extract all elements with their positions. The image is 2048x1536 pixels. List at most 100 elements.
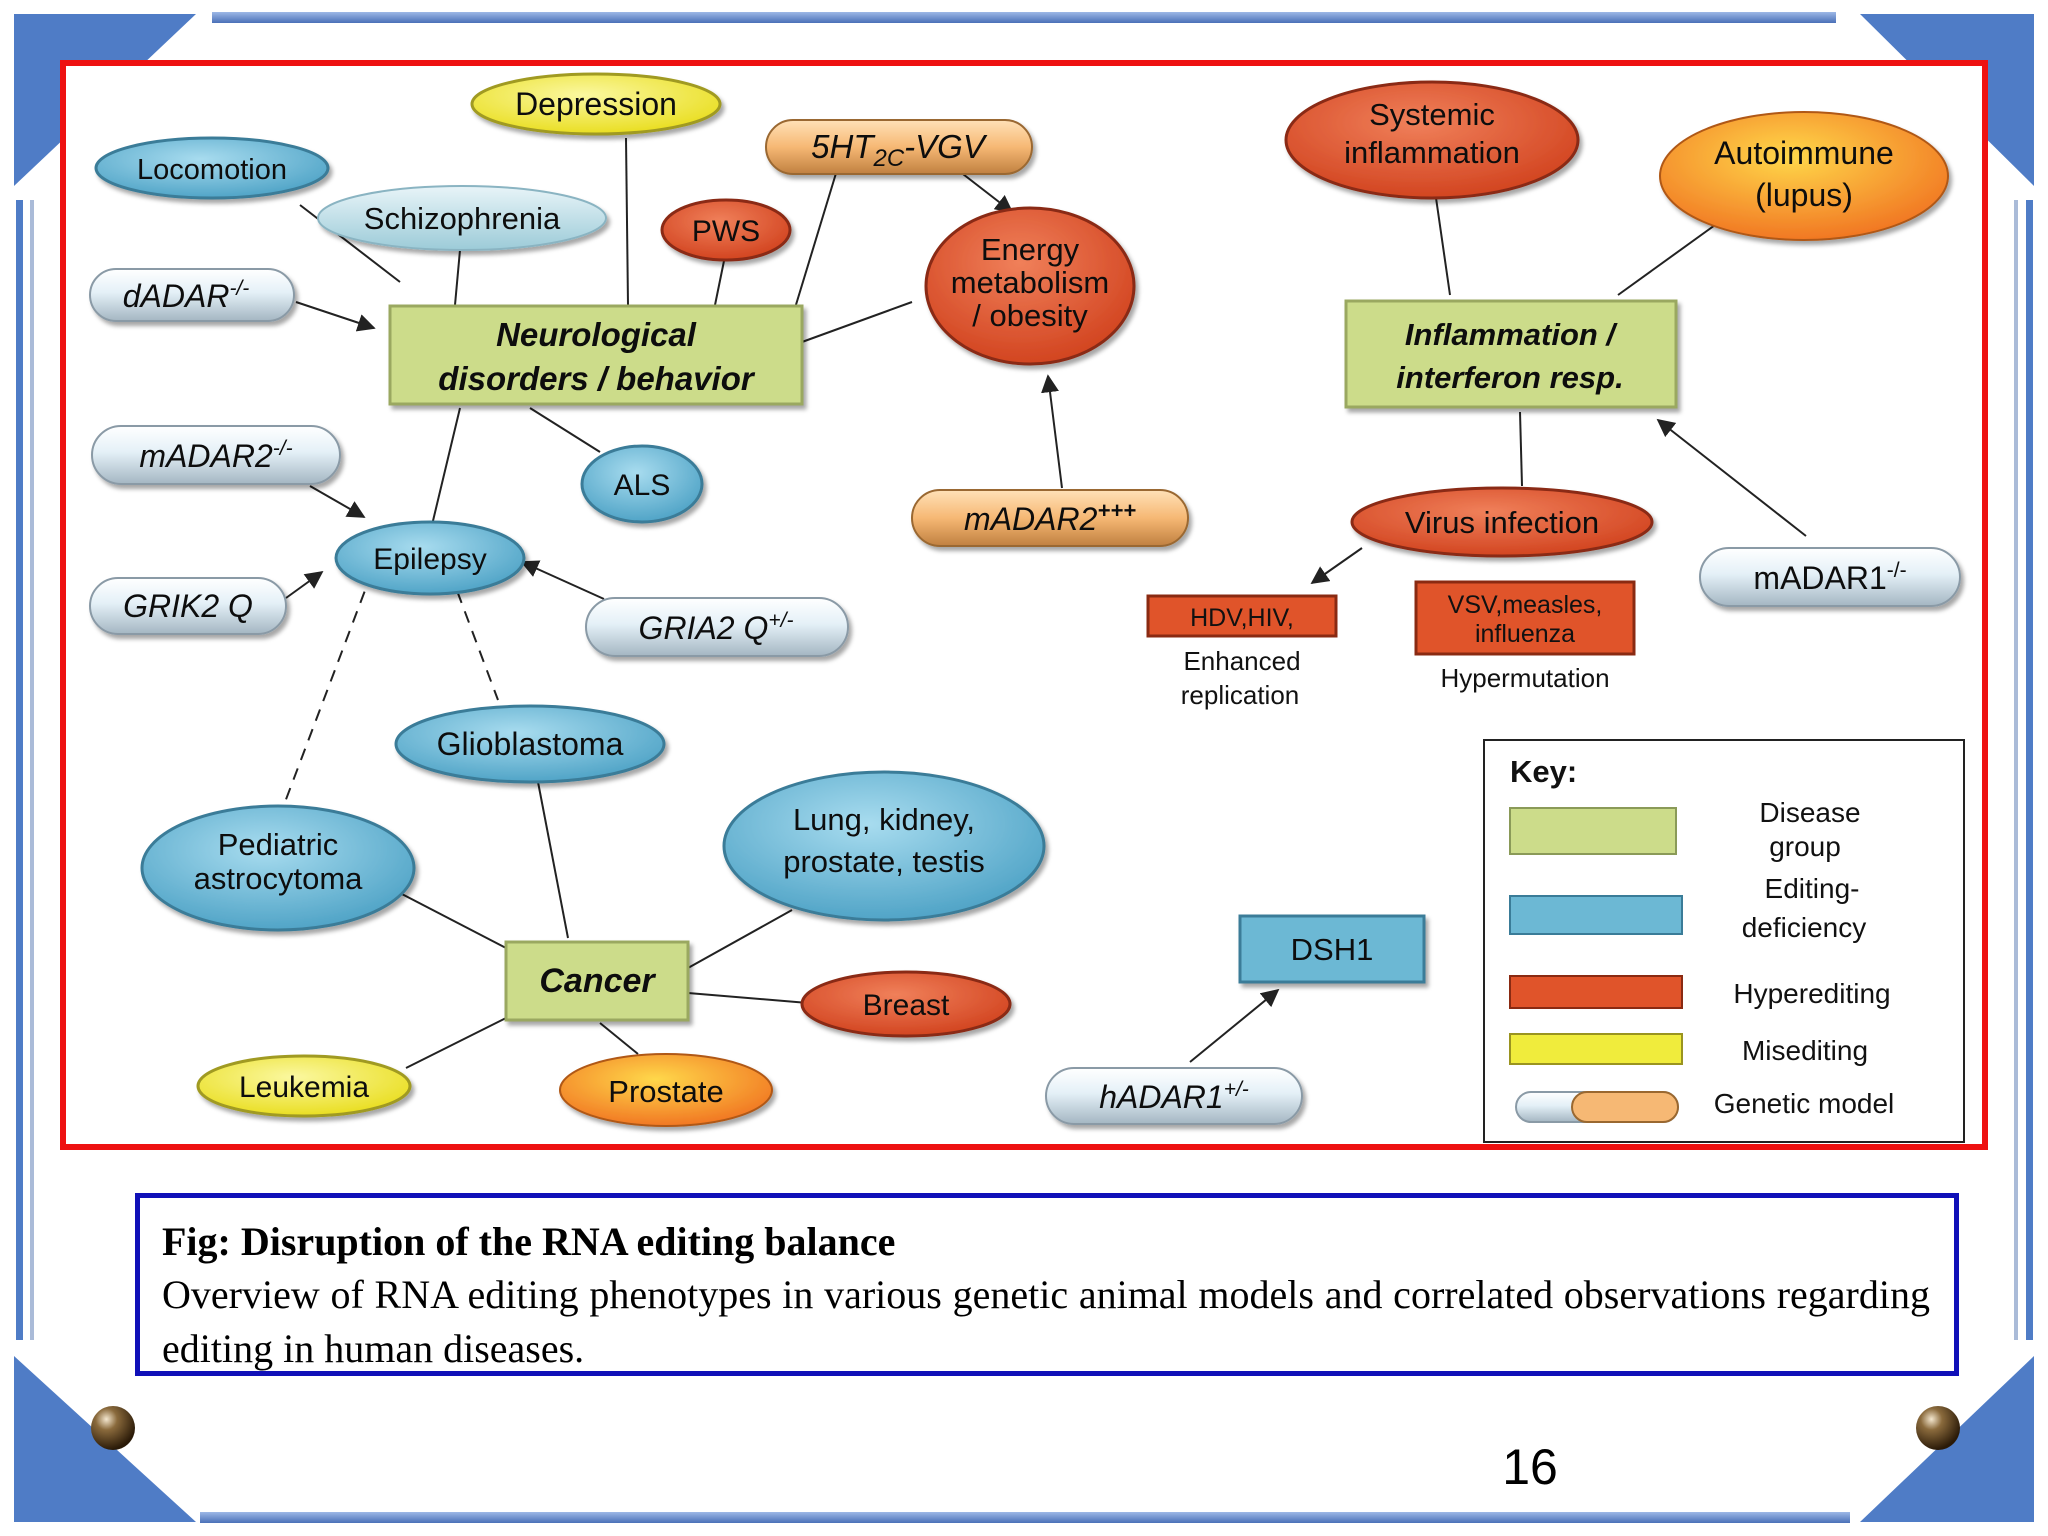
depression-label: Depression — [515, 86, 677, 122]
link-locomotion-neuro — [299, 204, 401, 283]
energy-label-3: / obesity — [972, 298, 1088, 333]
systemic-label-1: Systemic — [1369, 97, 1495, 132]
right-bar-inner — [2014, 200, 2018, 1340]
inflammation-box: Inflammation / interferon resp. — [1344, 299, 1678, 409]
schizophrenia-label: Schizophrenia — [364, 201, 561, 236]
slide-number: 16 — [1502, 1439, 1558, 1495]
depression-node: Depression — [470, 72, 722, 136]
caption-title: Fig: Disruption of the RNA editing balan… — [162, 1219, 896, 1264]
enhanced-label-2: replication — [1181, 680, 1300, 710]
epilepsy-node: Epilepsy — [334, 520, 526, 596]
key-swatch-disease — [1509, 807, 1677, 855]
locomotion-label: Locomotion — [137, 154, 287, 186]
gria2-pill: GRIA2 Q+/- — [585, 597, 849, 657]
vsv-measles-box: VSV,measles, influenza — [1414, 580, 1636, 656]
key-genetic-label: Genetic model — [1714, 1088, 1895, 1119]
left-bar — [16, 200, 23, 1340]
pws-node: PWS — [660, 198, 792, 262]
arrow-hadar1-dsh1 — [1189, 988, 1280, 1063]
pediatric-astrocytoma-node: Pediatric astrocytoma — [140, 804, 416, 932]
dsh1-box: DSH1 — [1238, 914, 1426, 984]
hadar1-pill: hADAR1+/- — [1045, 1067, 1303, 1125]
htvgv-pill: 5HT2C-VGV — [765, 119, 1033, 175]
key-swatch-editing — [1509, 895, 1683, 935]
link-autoimmune-inflam — [1617, 219, 1723, 296]
leukemia-label: Leukemia — [239, 1071, 369, 1104]
arrow-madar2ko-epilepsy — [309, 485, 366, 518]
link-cancer-prostate — [599, 1022, 639, 1055]
prostate-node: Prostate — [559, 1053, 773, 1127]
link-htvgv-neuro — [794, 169, 838, 309]
link-pws-neuro — [714, 255, 726, 306]
link-depression-neuro — [625, 137, 629, 306]
key-title: Key: — [1510, 754, 1577, 789]
madar1-pill: mADAR1-/- — [1699, 547, 1961, 607]
grik2-pill: GRIK2 Q — [89, 577, 287, 635]
left-bar-inner — [30, 200, 34, 1340]
caption-body: Overview of RNA editing phenotypes in va… — [162, 1272, 1930, 1371]
key-editing-label-1: Editing- — [1765, 873, 1860, 904]
bottom-bar — [200, 1512, 1850, 1523]
glioblastoma-node: Glioblastoma — [394, 704, 666, 784]
grik2-label: GRIK2 Q — [123, 588, 253, 624]
rna-editing-diagram: Neurological disorders / behavior Inflam… — [60, 60, 1988, 1150]
neuro-label-2: disorders / behavior — [438, 360, 756, 397]
enhanced-label-1: Enhanced — [1183, 646, 1300, 676]
inflam-label-2: interferon resp. — [1396, 360, 1623, 395]
cancer-box: Cancer — [504, 940, 690, 1022]
arrow-gria2-epilepsy — [520, 560, 605, 600]
key-swatch-genetic — [1515, 1091, 1679, 1123]
htvgv-label: 5HT2C-VGV — [811, 128, 988, 172]
virus-label: Virus infection — [1405, 505, 1599, 540]
link-pediatric-cancer — [397, 891, 507, 949]
pws-label: PWS — [692, 215, 760, 248]
locomotion-node: Locomotion — [94, 136, 330, 200]
glioblastoma-label: Glioblastoma — [437, 726, 624, 762]
link-lung-cancer — [687, 909, 793, 969]
pediatric-label-1: Pediatric — [218, 827, 339, 862]
epilepsy-label: Epilepsy — [373, 543, 486, 576]
key-panel: Key: Disease group Editing- deficiency H… — [1483, 739, 1965, 1143]
als-label: ALS — [614, 469, 671, 502]
energy-label-2: metabolism — [951, 265, 1110, 300]
link-cancer-breast — [687, 992, 809, 1004]
systemic-label-2: inflammation — [1344, 135, 1520, 170]
corner-ball-left — [91, 1406, 135, 1450]
vsv-label-1: VSV,measles, — [1448, 591, 1603, 619]
madar2-ko-pill: mADAR2-/- — [91, 425, 341, 485]
arrow-grik2-epilepsy — [285, 570, 324, 599]
hdv-hiv-box: HDV,HIV, — [1146, 594, 1338, 638]
dsh1-label: DSH1 — [1291, 932, 1374, 967]
systemic-inflammation-node: Systemic inflammation — [1284, 80, 1580, 200]
hdv-label: HDV,HIV, — [1190, 604, 1294, 632]
arrow-madar2ppp-energy — [1041, 374, 1063, 489]
autoimmune-node: Autoimmune (lupus) — [1659, 111, 1949, 241]
energy-label-1: Energy — [981, 232, 1080, 267]
arrow-virus-hdv — [1310, 547, 1363, 585]
gria2-label: GRIA2 Q+/- — [639, 609, 794, 646]
link-inflam-virus — [1519, 411, 1523, 487]
link-schizo-neuro — [454, 249, 461, 306]
inflam-label-1: Inflammation / — [1405, 317, 1619, 352]
key-disease-label-1: Disease — [1759, 797, 1860, 828]
cancer-label: Cancer — [539, 962, 656, 1000]
leukemia-node: Leukemia — [196, 1054, 412, 1118]
autoimmune-label-2: (lupus) — [1755, 177, 1853, 213]
lung-label-2: prostate, testis — [783, 844, 985, 879]
key-mis-label: Misediting — [1742, 1035, 1868, 1066]
corner-ball-right — [1916, 1406, 1960, 1450]
dadar-pill: dADAR-/- — [89, 268, 295, 322]
pediatric-label-2: astrocytoma — [194, 861, 364, 896]
caption-box: Fig: Disruption of the RNA editing balan… — [135, 1193, 1959, 1376]
arrow-madar1-inflam — [1656, 418, 1807, 537]
hypermutation-label: Hypermutation — [1440, 663, 1609, 693]
als-node: ALS — [580, 444, 704, 524]
breast-node: Breast — [800, 970, 1012, 1038]
madar2-ppp-pill: mADAR2+++ — [911, 489, 1189, 547]
link-epilepsy-pediatric — [281, 571, 373, 811]
schizophrenia-node: Schizophrenia — [317, 185, 607, 251]
energy-metabolism-node: Energy metabolism / obesity — [924, 206, 1136, 366]
virus-infection-node: Virus infection — [1350, 486, 1654, 558]
vsv-label-2: influenza — [1475, 620, 1575, 648]
key-disease-label-2: group — [1769, 831, 1841, 862]
